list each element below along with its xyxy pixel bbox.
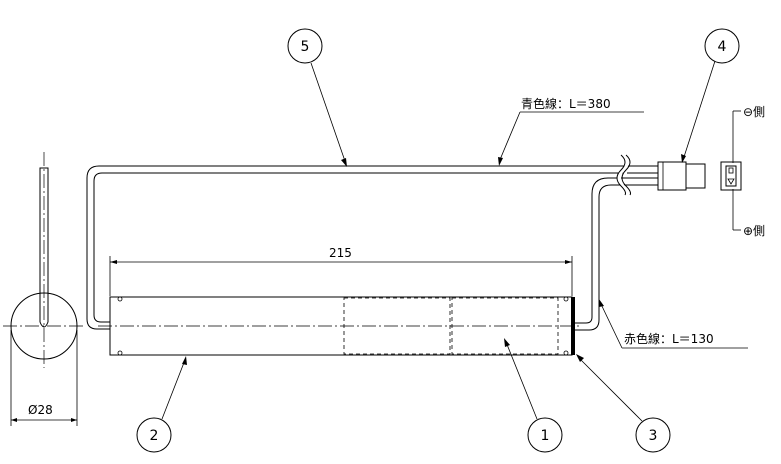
tube-dimple-bottom-right bbox=[563, 350, 569, 356]
length-arrow-right bbox=[565, 260, 572, 264]
diameter-arrow-right bbox=[71, 418, 77, 422]
diameter-label: Ø28 bbox=[28, 403, 53, 417]
balloon-3-arrow bbox=[576, 354, 584, 362]
red-wire-outer bbox=[575, 177, 627, 324]
hidden-cell-2 bbox=[451, 297, 559, 355]
balloon-5 bbox=[287, 28, 323, 64]
balloon-4-arrow bbox=[681, 154, 686, 163]
mating-inner bbox=[725, 165, 737, 187]
battery-pack bbox=[98, 296, 582, 356]
tube-dimple-top-right bbox=[563, 296, 569, 302]
end-terminal-plate bbox=[571, 297, 575, 355]
balloon-4-leader bbox=[682, 60, 716, 161]
balloon-3-number: 3 bbox=[649, 428, 658, 444]
balloon-3-leader bbox=[577, 356, 643, 422]
balloon-1-number: 1 bbox=[541, 428, 550, 444]
blue-wire-label: 青色線：L＝380 bbox=[521, 96, 611, 111]
mating-connector: ⊖側 ⊕側 bbox=[720, 105, 765, 238]
length-arrow-left bbox=[110, 260, 117, 264]
balloon-3 bbox=[635, 417, 671, 453]
break-line-right bbox=[621, 154, 631, 196]
balloon-1-arrow bbox=[504, 338, 510, 347]
wire-annotations: 青色線：L＝380 赤色線：L＝130 bbox=[498, 96, 748, 349]
balloon-2-leader bbox=[161, 359, 186, 420]
blue-wire-outer bbox=[86, 165, 624, 330]
positive-side-label: ⊕側 bbox=[743, 224, 765, 238]
part-balloons: 5 4 2 1 3 bbox=[136, 28, 740, 453]
balloon-5-number: 5 bbox=[301, 39, 310, 55]
break-line-left bbox=[616, 154, 626, 196]
red-wire-inner bbox=[575, 184, 627, 331]
red-lead-wire bbox=[575, 177, 658, 331]
balloon-4-number: 4 bbox=[718, 39, 727, 55]
blue-lead-wire bbox=[86, 165, 658, 330]
balloon-4 bbox=[704, 28, 740, 64]
mating-pin-positive bbox=[727, 178, 735, 185]
balloon-2 bbox=[136, 417, 172, 453]
red-wire-label: 赤色線：L＝130 bbox=[624, 331, 714, 346]
length-dimension: 215 bbox=[109, 246, 573, 296]
diameter-arrow-left bbox=[11, 418, 17, 422]
tube-dimple-bottom bbox=[117, 350, 123, 356]
red-label-arrow bbox=[599, 299, 604, 307]
blue-label-arrow bbox=[498, 157, 503, 166]
connector-housing bbox=[657, 161, 706, 191]
negative-side-label: ⊖側 bbox=[743, 105, 765, 119]
balloon-1-leader bbox=[505, 341, 538, 420]
red-label-leader bbox=[599, 301, 623, 349]
end-view-lead-tab bbox=[39, 167, 49, 328]
blue-label-leader bbox=[498, 111, 521, 163]
connector-shell bbox=[685, 163, 706, 189]
balloon-1 bbox=[527, 417, 563, 453]
hidden-cell-1 bbox=[343, 297, 451, 355]
balloon-2-arrow bbox=[182, 356, 187, 365]
connector-body bbox=[657, 161, 687, 191]
mating-pin-negative bbox=[728, 167, 734, 174]
wire-break-symbol bbox=[616, 154, 633, 196]
balloon-5-arrow bbox=[341, 158, 347, 167]
length-label: 215 bbox=[329, 246, 352, 260]
balloon-2-number: 2 bbox=[150, 428, 159, 444]
blue-wire-inner bbox=[93, 172, 624, 323]
tube-dimple-top bbox=[117, 296, 123, 302]
end-view: Ø28 bbox=[3, 152, 86, 426]
balloon-5-leader bbox=[310, 62, 347, 165]
mating-body bbox=[720, 161, 742, 191]
